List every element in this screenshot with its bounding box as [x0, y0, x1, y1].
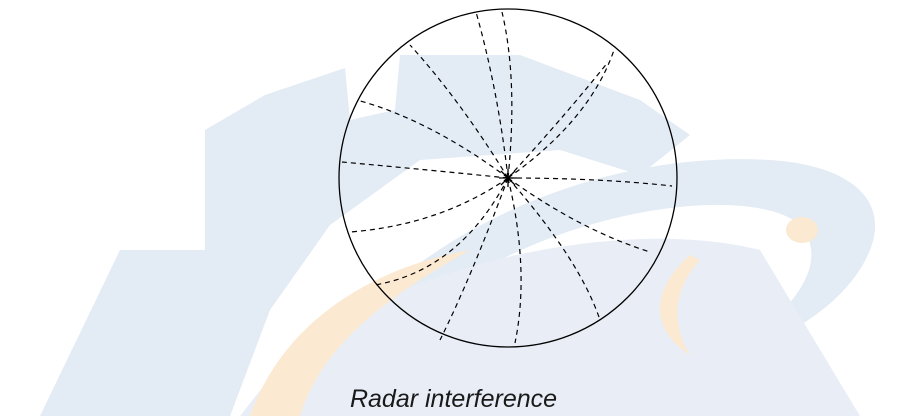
interference-line — [507, 177, 673, 187]
watermark-orange-arc — [250, 250, 470, 416]
radar-center-mark — [499, 169, 517, 187]
watermark-logo — [40, 55, 876, 416]
interference-line — [507, 177, 601, 321]
interference-line — [341, 161, 509, 179]
interference-line — [507, 61, 609, 179]
interference-line — [356, 99, 509, 179]
interference-line — [507, 177, 522, 344]
interference-line — [475, 11, 509, 179]
interference-line — [507, 177, 651, 253]
interference-line — [374, 177, 509, 286]
watermark-orange-crescent — [660, 255, 700, 355]
interference-line — [507, 49, 615, 179]
interference-line — [409, 44, 509, 179]
interference-line — [501, 11, 513, 179]
interference-lines — [341, 11, 673, 344]
watermark-orange-dot — [786, 217, 818, 243]
watermark-gear-arc — [40, 55, 690, 416]
watermark-swoosh-lower — [240, 238, 860, 416]
radar-display-circle — [338, 8, 678, 348]
interference-line — [349, 177, 509, 233]
figure-caption: Radar interference — [349, 385, 558, 413]
